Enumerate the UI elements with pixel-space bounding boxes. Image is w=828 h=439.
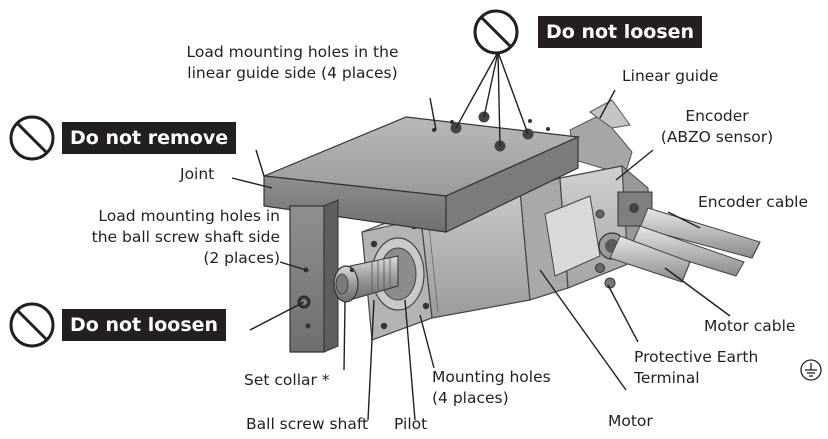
encoder-housing	[544, 164, 653, 289]
leader-lines	[231, 51, 731, 421]
ball-screw-assembly	[333, 237, 425, 311]
label-mounting-holes: Mounting holes (4 places)	[432, 367, 551, 409]
label-line: Protective Earth	[634, 348, 759, 366]
prohibition-icon	[473, 9, 519, 55]
label-encoder: Encoder (ABZO sensor)	[632, 106, 802, 148]
label-line: Load mounting holes in the	[186, 43, 399, 61]
label-load-holes-ball: Load mounting holes in the ball screw sh…	[10, 206, 280, 269]
label-linear-guide: Linear guide	[622, 67, 719, 85]
warning-do-not-remove: Do not remove	[62, 122, 237, 154]
label-line: the ball screw shaft side	[91, 228, 280, 246]
linear-guide-rail	[569, 99, 633, 176]
warning-do-not-loosen-top: Do not loosen	[538, 16, 703, 48]
label-motor: Motor	[608, 412, 653, 430]
label-encoder-cable: Encoder cable	[698, 193, 808, 211]
label-line: Encoder	[685, 107, 749, 125]
ground-icon	[800, 359, 822, 381]
label-motor-cable: Motor cable	[704, 317, 796, 335]
label-line: Terminal	[634, 369, 700, 387]
joint-bracket	[289, 199, 339, 353]
label-line: linear guide side (4 places)	[187, 64, 398, 82]
label-pilot: Pilot	[394, 415, 428, 433]
label-line: (4 places)	[432, 389, 509, 407]
label-load-holes-guide: Load mounting holes in the linear guide …	[150, 42, 435, 84]
prohibition-icon	[9, 302, 55, 348]
label-joint: Joint	[180, 165, 215, 183]
label-line: Mounting holes	[432, 368, 551, 386]
cables	[609, 207, 761, 283]
label-ball-screw-shaft: Ball screw shaft	[246, 415, 369, 433]
label-set-collar: Set collar *	[244, 371, 330, 389]
prohibition-icon	[9, 115, 55, 161]
label-protective-earth: Protective Earth Terminal	[634, 347, 758, 389]
label-line: (2 places)	[203, 249, 280, 267]
warning-do-not-loosen-left: Do not loosen	[62, 309, 227, 341]
label-line: (ABZO sensor)	[660, 128, 774, 146]
label-line: Load mounting holes in	[98, 207, 280, 225]
